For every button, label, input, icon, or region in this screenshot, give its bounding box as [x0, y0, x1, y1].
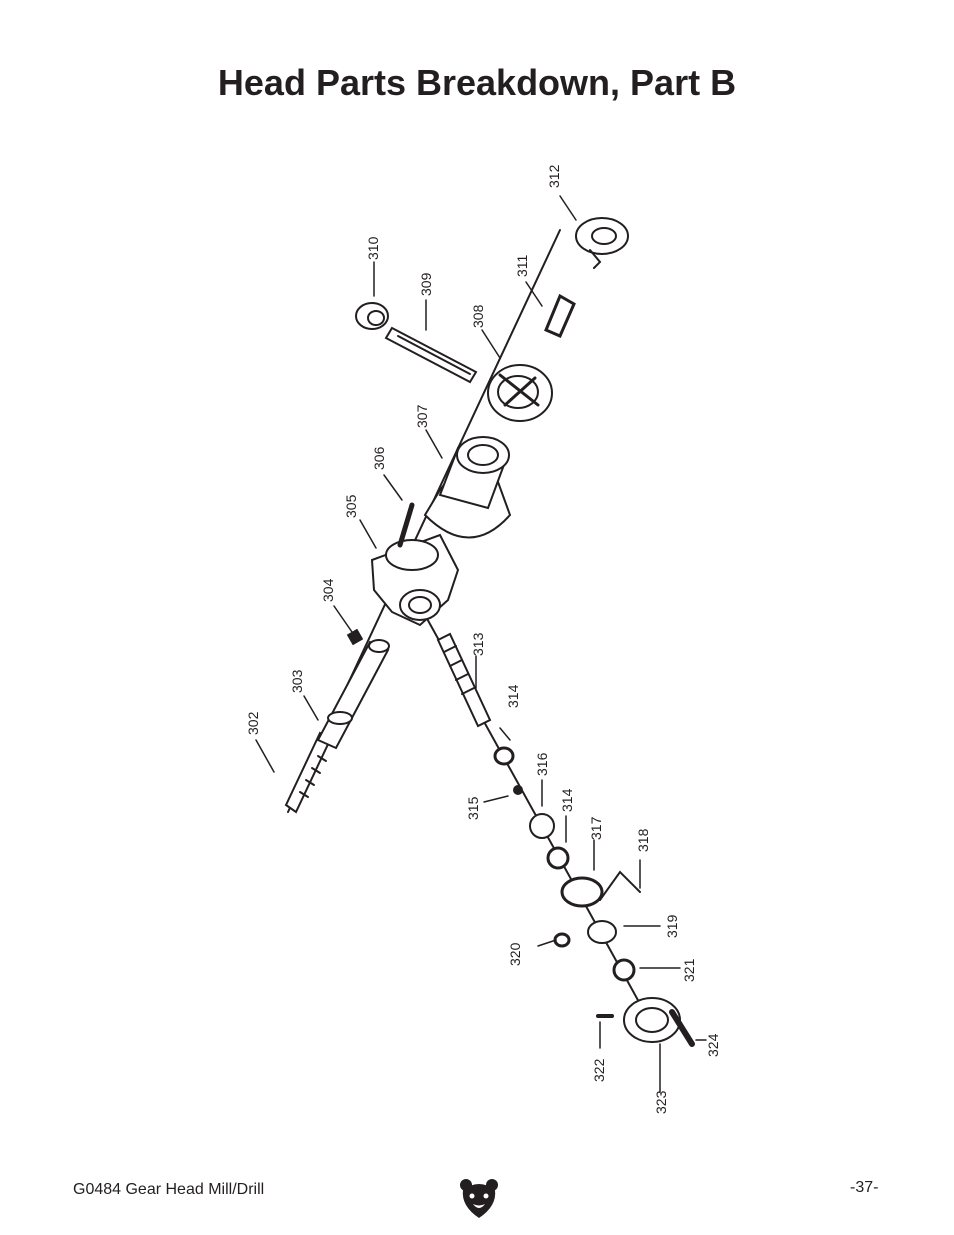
label-309: 309: [418, 272, 434, 296]
part-324-handle: [669, 1009, 695, 1047]
part-318-spring: [599, 870, 641, 901]
label-311: 311: [514, 254, 530, 277]
part-311-sleeve: [544, 293, 576, 338]
part-306-pin: [397, 502, 415, 548]
page-number: -37-: [850, 1179, 879, 1196]
part-303-quill: [316, 640, 390, 750]
label-315: 315: [465, 796, 481, 820]
part-321-nut: [612, 958, 636, 982]
label-319: 319: [664, 914, 680, 938]
label-314b: 314: [559, 788, 575, 812]
label-317: 317: [588, 816, 604, 840]
label-324: 324: [705, 1033, 721, 1057]
part-304: [346, 628, 364, 646]
label-306: 306: [371, 446, 387, 470]
label-323: 323: [653, 1090, 669, 1114]
label-318: 318: [635, 828, 651, 852]
label-312: 312: [546, 164, 562, 188]
part-323-dial: [623, 997, 681, 1043]
label-321: 321: [681, 958, 697, 982]
label-303: 303: [289, 669, 305, 693]
label-307: 307: [414, 404, 430, 428]
label-308: 308: [470, 304, 486, 328]
part-314b-washer: [546, 846, 570, 870]
part-319-collar: [587, 920, 617, 944]
label-304: 304: [320, 578, 336, 602]
label-305: 305: [343, 494, 359, 518]
footer-manual-title: G0484 Gear Head Mill/Drill: [73, 1181, 265, 1198]
label-314: 314: [505, 684, 521, 708]
part-315-pin: [513, 785, 523, 795]
label-302: 302: [245, 711, 261, 735]
page-title: Head Parts Breakdown, Part B: [217, 62, 737, 103]
label-322: 322: [591, 1058, 607, 1082]
label-316: 316: [534, 752, 550, 776]
part-310-knob: [355, 302, 389, 330]
grizzly-bear-logo-icon: [460, 1179, 498, 1218]
part-314-washer: [493, 746, 515, 766]
part-302-spindle: [284, 731, 332, 814]
label-310: 310: [365, 236, 381, 260]
part-320-nut: [553, 932, 571, 948]
label-320: 320: [507, 942, 523, 966]
label-313: 313: [470, 632, 486, 656]
part-317-gear: [560, 876, 604, 908]
part-313-pinion: [436, 632, 492, 728]
part-316-bushing: [529, 813, 555, 839]
part-312-hub: [575, 217, 629, 255]
